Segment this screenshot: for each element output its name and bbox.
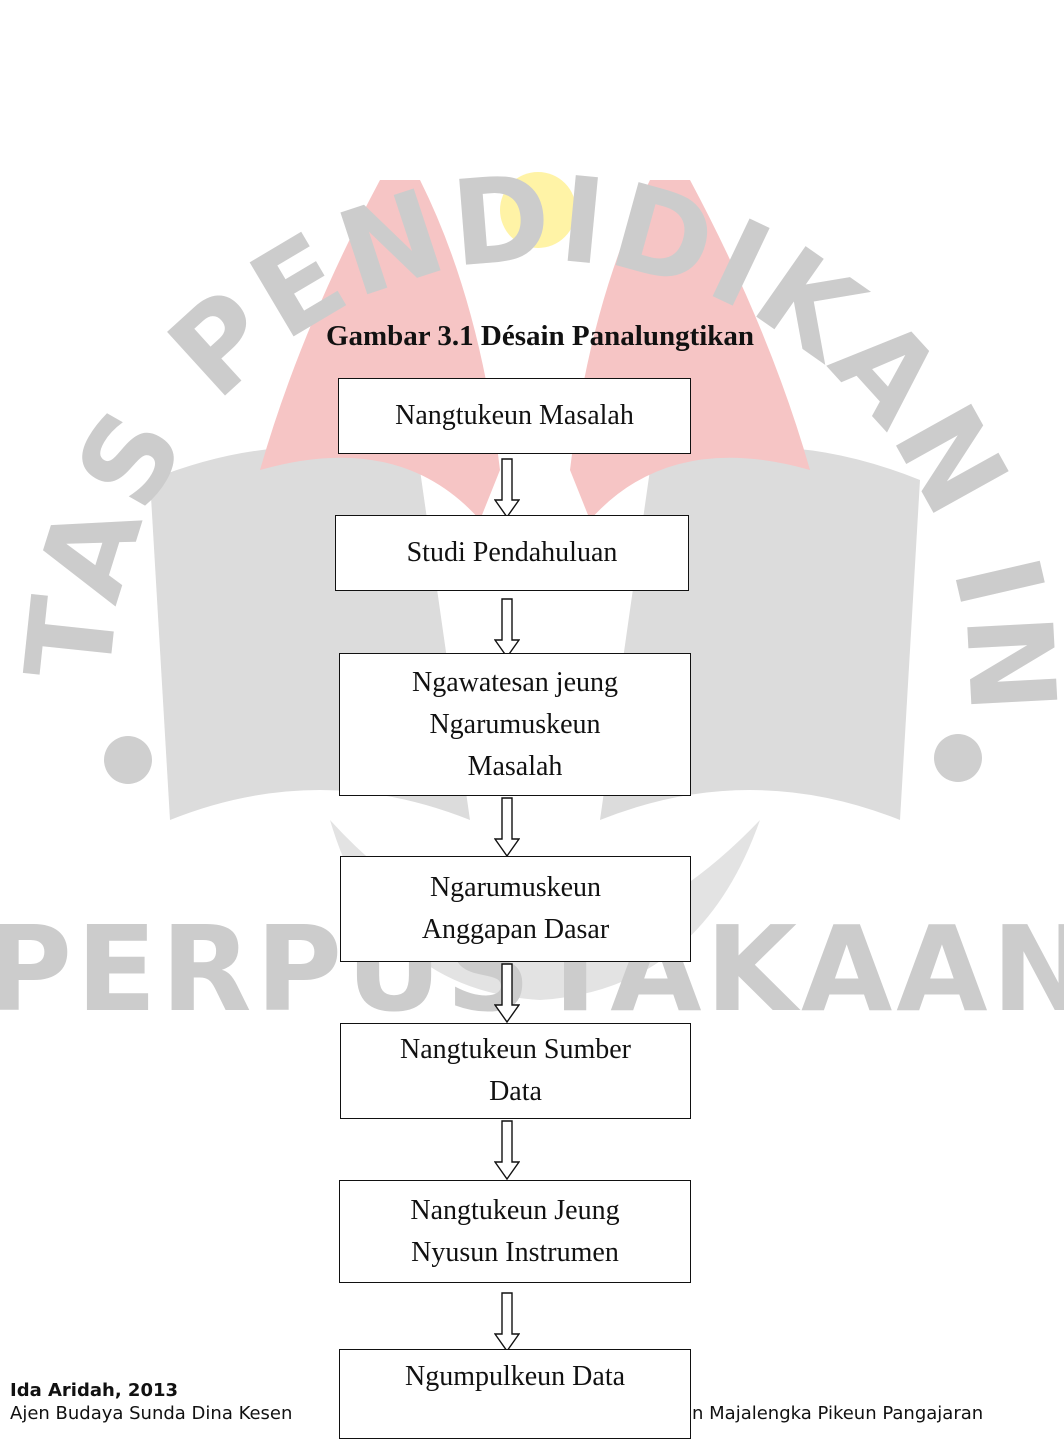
watermark-dot — [934, 734, 982, 782]
down-arrow-icon — [494, 598, 520, 658]
watermark-yellow-circle — [500, 172, 576, 248]
flow-step-label: Nangtukeun Jeung — [410, 1194, 620, 1226]
flow-step-anggapan-dasar: Ngarumuskeun Anggapan Dasar — [340, 856, 691, 962]
flow-step-nangtukeun-masalah: Nangtukeun Masalah — [338, 378, 691, 454]
down-arrow-icon — [494, 797, 520, 857]
down-arrow-icon — [494, 1292, 520, 1352]
down-arrow-icon — [494, 1120, 520, 1180]
flow-step-studi-pendahuluan: Studi Pendahuluan — [335, 515, 689, 591]
flow-step-label: Masalah — [467, 750, 563, 782]
flow-step-label: Ngumpulkeun Data — [404, 1361, 626, 1392]
flow-step-text: Nangtukeun Jeung Nyusun Instrumen — [410, 1190, 619, 1274]
flow-step-ngumpulkeun-data: Ngumpulkeun Data — [339, 1349, 691, 1439]
watermark-dot — [104, 736, 152, 784]
footer-title-right: n Majalengka Pikeun Pangajaran — [692, 1403, 984, 1424]
flow-step-label: Anggapan Dasar — [421, 914, 610, 945]
flow-step-text: Nangtukeun Sumber Data — [400, 1029, 631, 1113]
flow-step-label: Nyusun Instrumen — [411, 1236, 619, 1268]
flow-step-sumber-data: Nangtukeun Sumber Data — [340, 1023, 691, 1119]
flow-step-text: Ngarumuskeun Anggapan Dasar — [422, 867, 609, 951]
footer-title-left: Ajen Budaya Sunda Dina Kesen — [10, 1403, 293, 1424]
flow-step-text: Ngawatesan jeung Ngarumuskeun Masalah — [412, 662, 618, 788]
flow-step-label: Data — [489, 1076, 542, 1107]
flow-step-label: Ngarumuskeun — [429, 708, 601, 740]
flow-step-instrumen: Nangtukeun Jeung Nyusun Instrumen — [339, 1180, 691, 1283]
flow-step-label: Ngawatesan jeung — [411, 666, 619, 698]
footer-author: Ida Aridah, 2013 — [10, 1380, 179, 1401]
flow-step-label: Studi Pendahuluan — [406, 537, 618, 568]
flow-step-label: Ngarumuskeun — [429, 872, 602, 903]
flow-step-label: Nangtukeun Sumber — [400, 1034, 631, 1065]
down-arrow-icon — [494, 458, 520, 518]
flow-step-label: Nangtukeun Masalah — [395, 400, 634, 431]
figure-title: Gambar 3.1 Désain Panalungtikan — [325, 320, 755, 352]
down-arrow-icon — [494, 963, 520, 1023]
flow-step-ngawatesan: Ngawatesan jeung Ngarumuskeun Masalah — [339, 653, 691, 796]
